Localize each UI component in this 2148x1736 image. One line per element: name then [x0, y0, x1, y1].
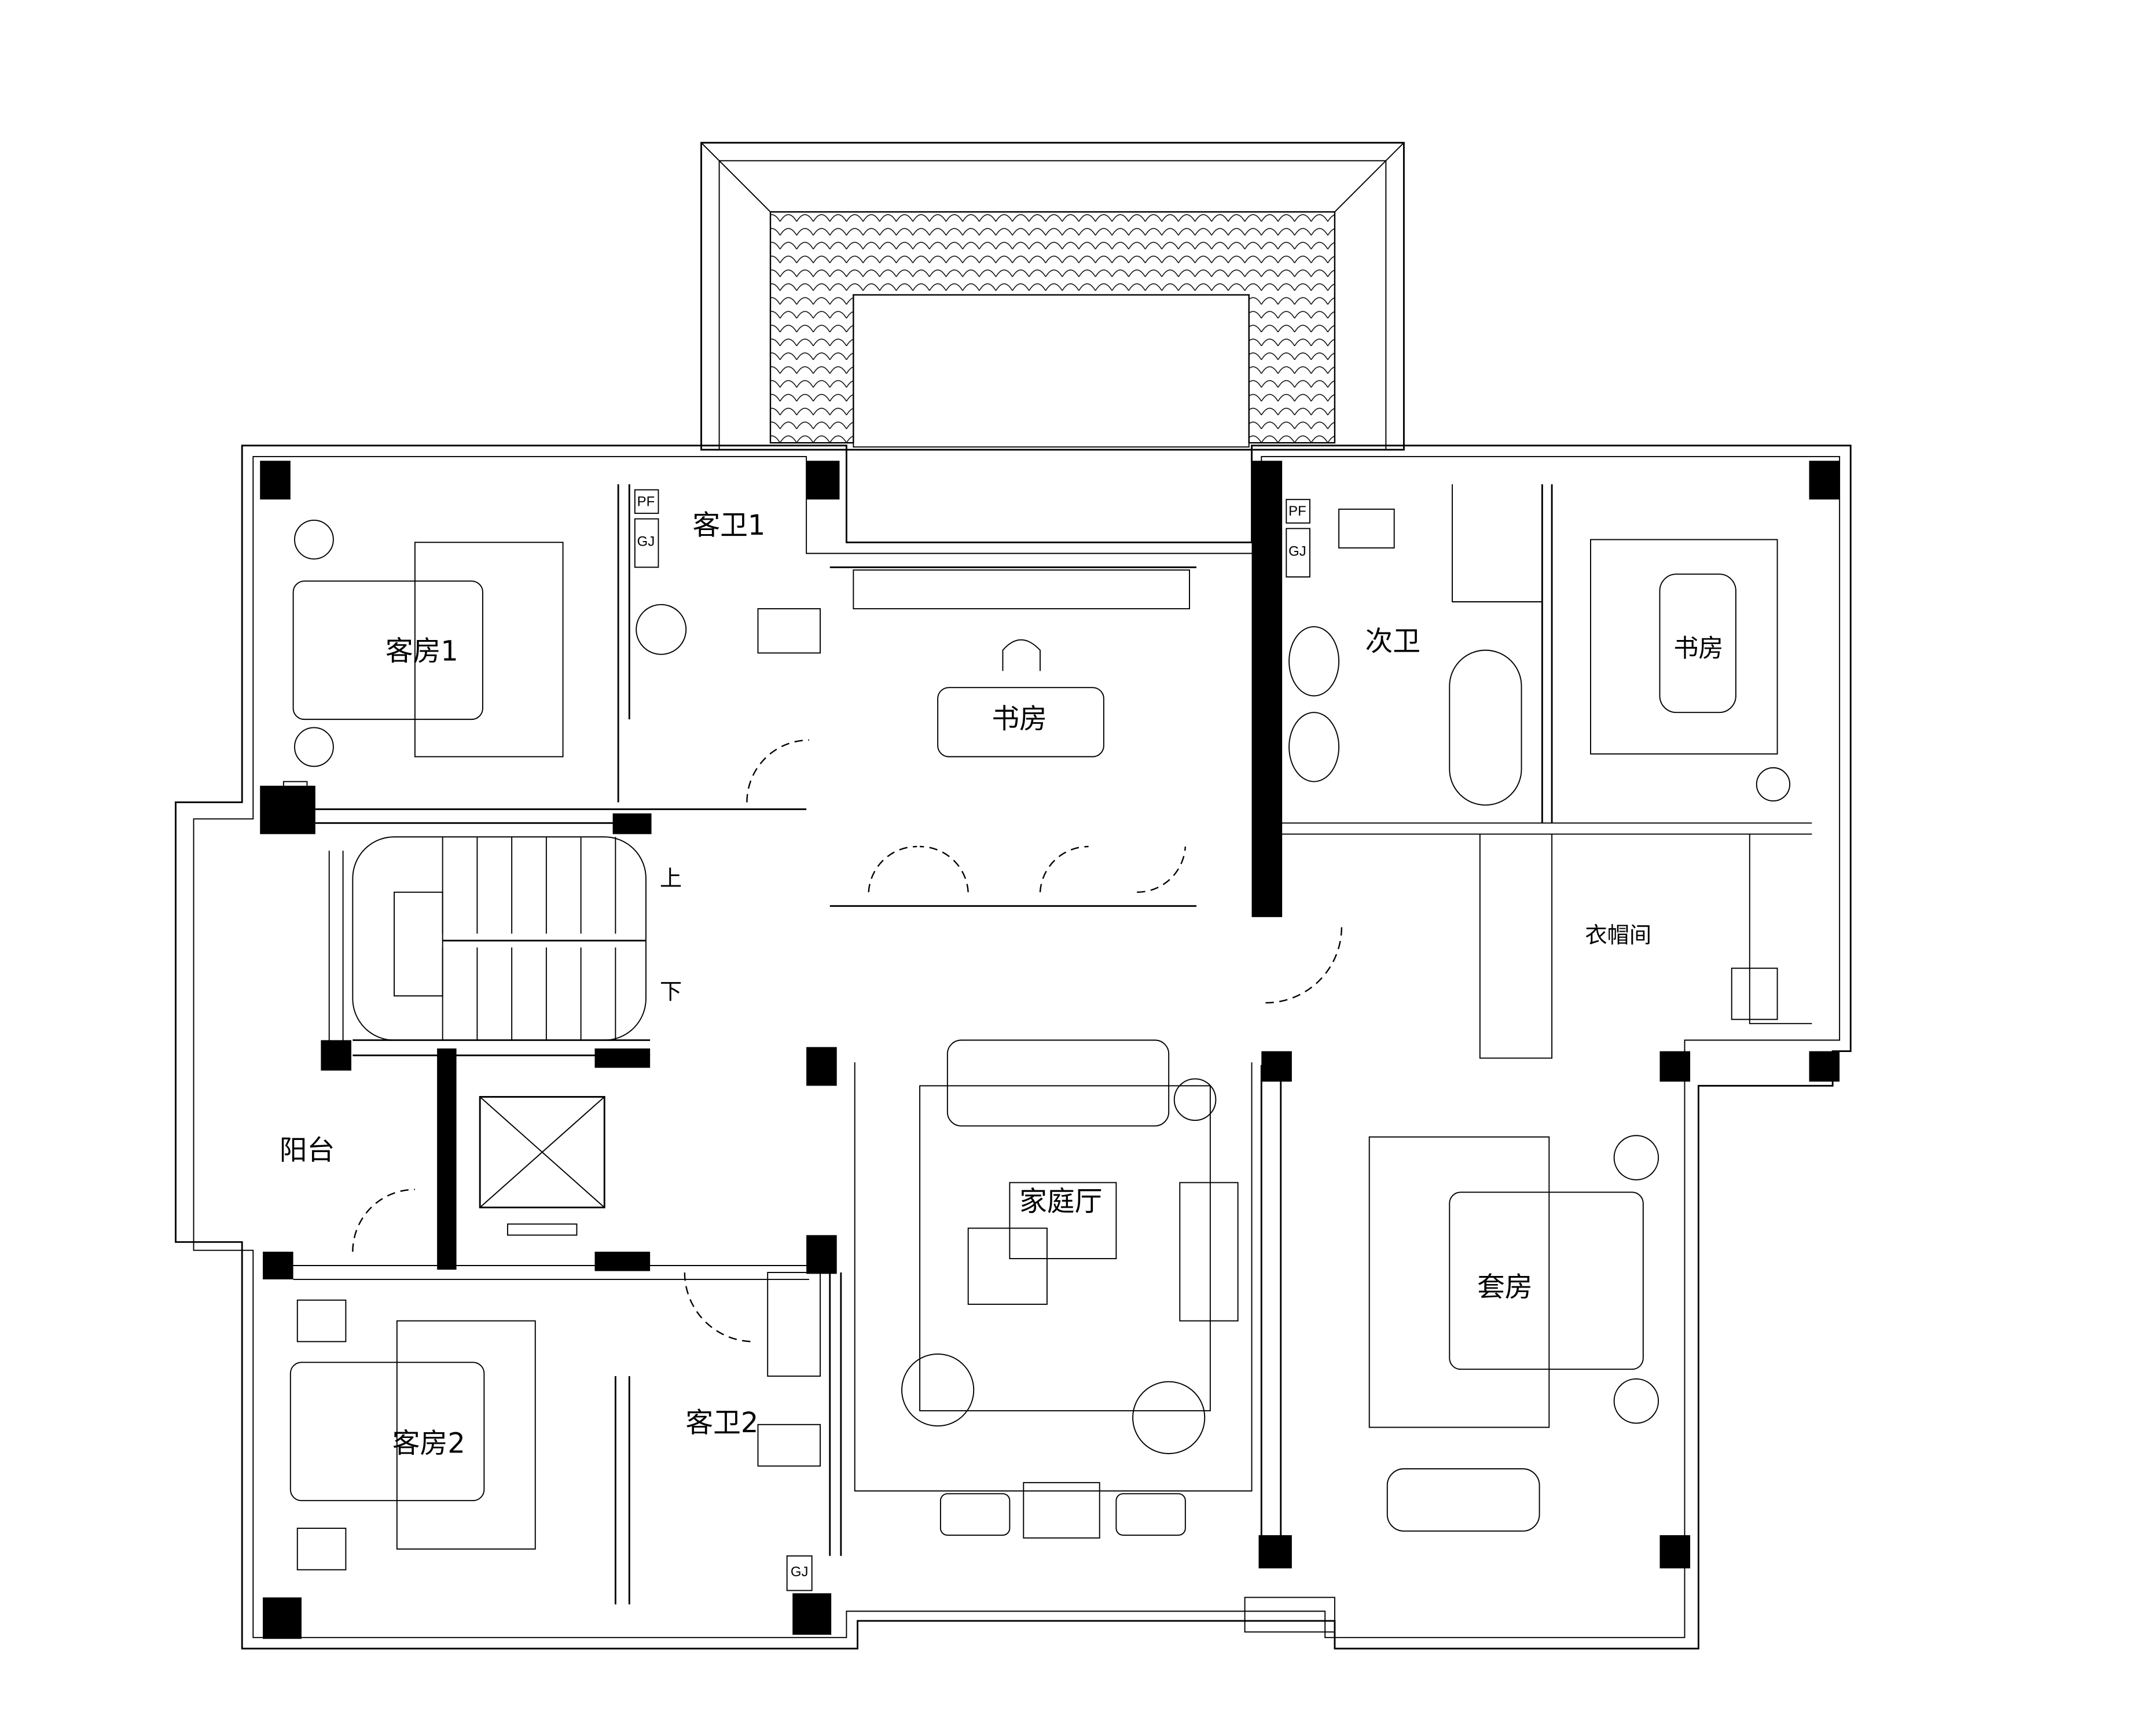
- tag-gj-right: GJ: [1288, 543, 1306, 559]
- label-second-bath: 次卫: [1365, 626, 1421, 658]
- desk-study-right: [1590, 539, 1778, 755]
- sofa: [946, 1039, 1170, 1127]
- roof-terrace: [700, 142, 1405, 451]
- label-guest-room-2: 客房2: [392, 1428, 465, 1460]
- label-study-right: 书房: [1673, 634, 1723, 663]
- bed-suite: [1368, 1136, 1550, 1428]
- label-stairs-up: 上: [660, 866, 682, 892]
- tag-pf-right: PF: [1288, 503, 1306, 519]
- tag-y-left: Y: [290, 785, 299, 801]
- bed-guest-room-2: [396, 1320, 536, 1550]
- label-cloakroom: 衣帽间: [1585, 923, 1651, 948]
- label-suite: 套房: [1477, 1272, 1533, 1304]
- interior-walls: [293, 484, 1812, 1605]
- elevator: [479, 1096, 605, 1236]
- structural-columns: [260, 461, 1840, 1639]
- label-balcony: 阳台: [280, 1135, 335, 1167]
- label-family-hall: 家庭厅: [1019, 1186, 1102, 1218]
- staircase: [352, 836, 647, 1041]
- exterior-walls: [175, 444, 1852, 1650]
- label-guest-room-1: 客房1: [385, 635, 458, 667]
- tag-gj-bottom: GJ: [791, 1564, 809, 1580]
- bathtub: [1449, 649, 1522, 806]
- door-swings: [352, 739, 1343, 1343]
- tag-gj-left: GJ: [637, 534, 655, 550]
- desk-study: [937, 687, 1104, 757]
- label-guest-bath-1: 客卫1: [692, 510, 765, 542]
- bed-guest-room-1: [414, 542, 564, 757]
- furniture: [289, 508, 1791, 1571]
- label-guest-bath-2: 客卫2: [685, 1407, 758, 1439]
- label-study-center: 书房: [992, 704, 1047, 735]
- label-stairs-down: 下: [660, 980, 682, 1005]
- tag-pf-left: PF: [637, 494, 655, 509]
